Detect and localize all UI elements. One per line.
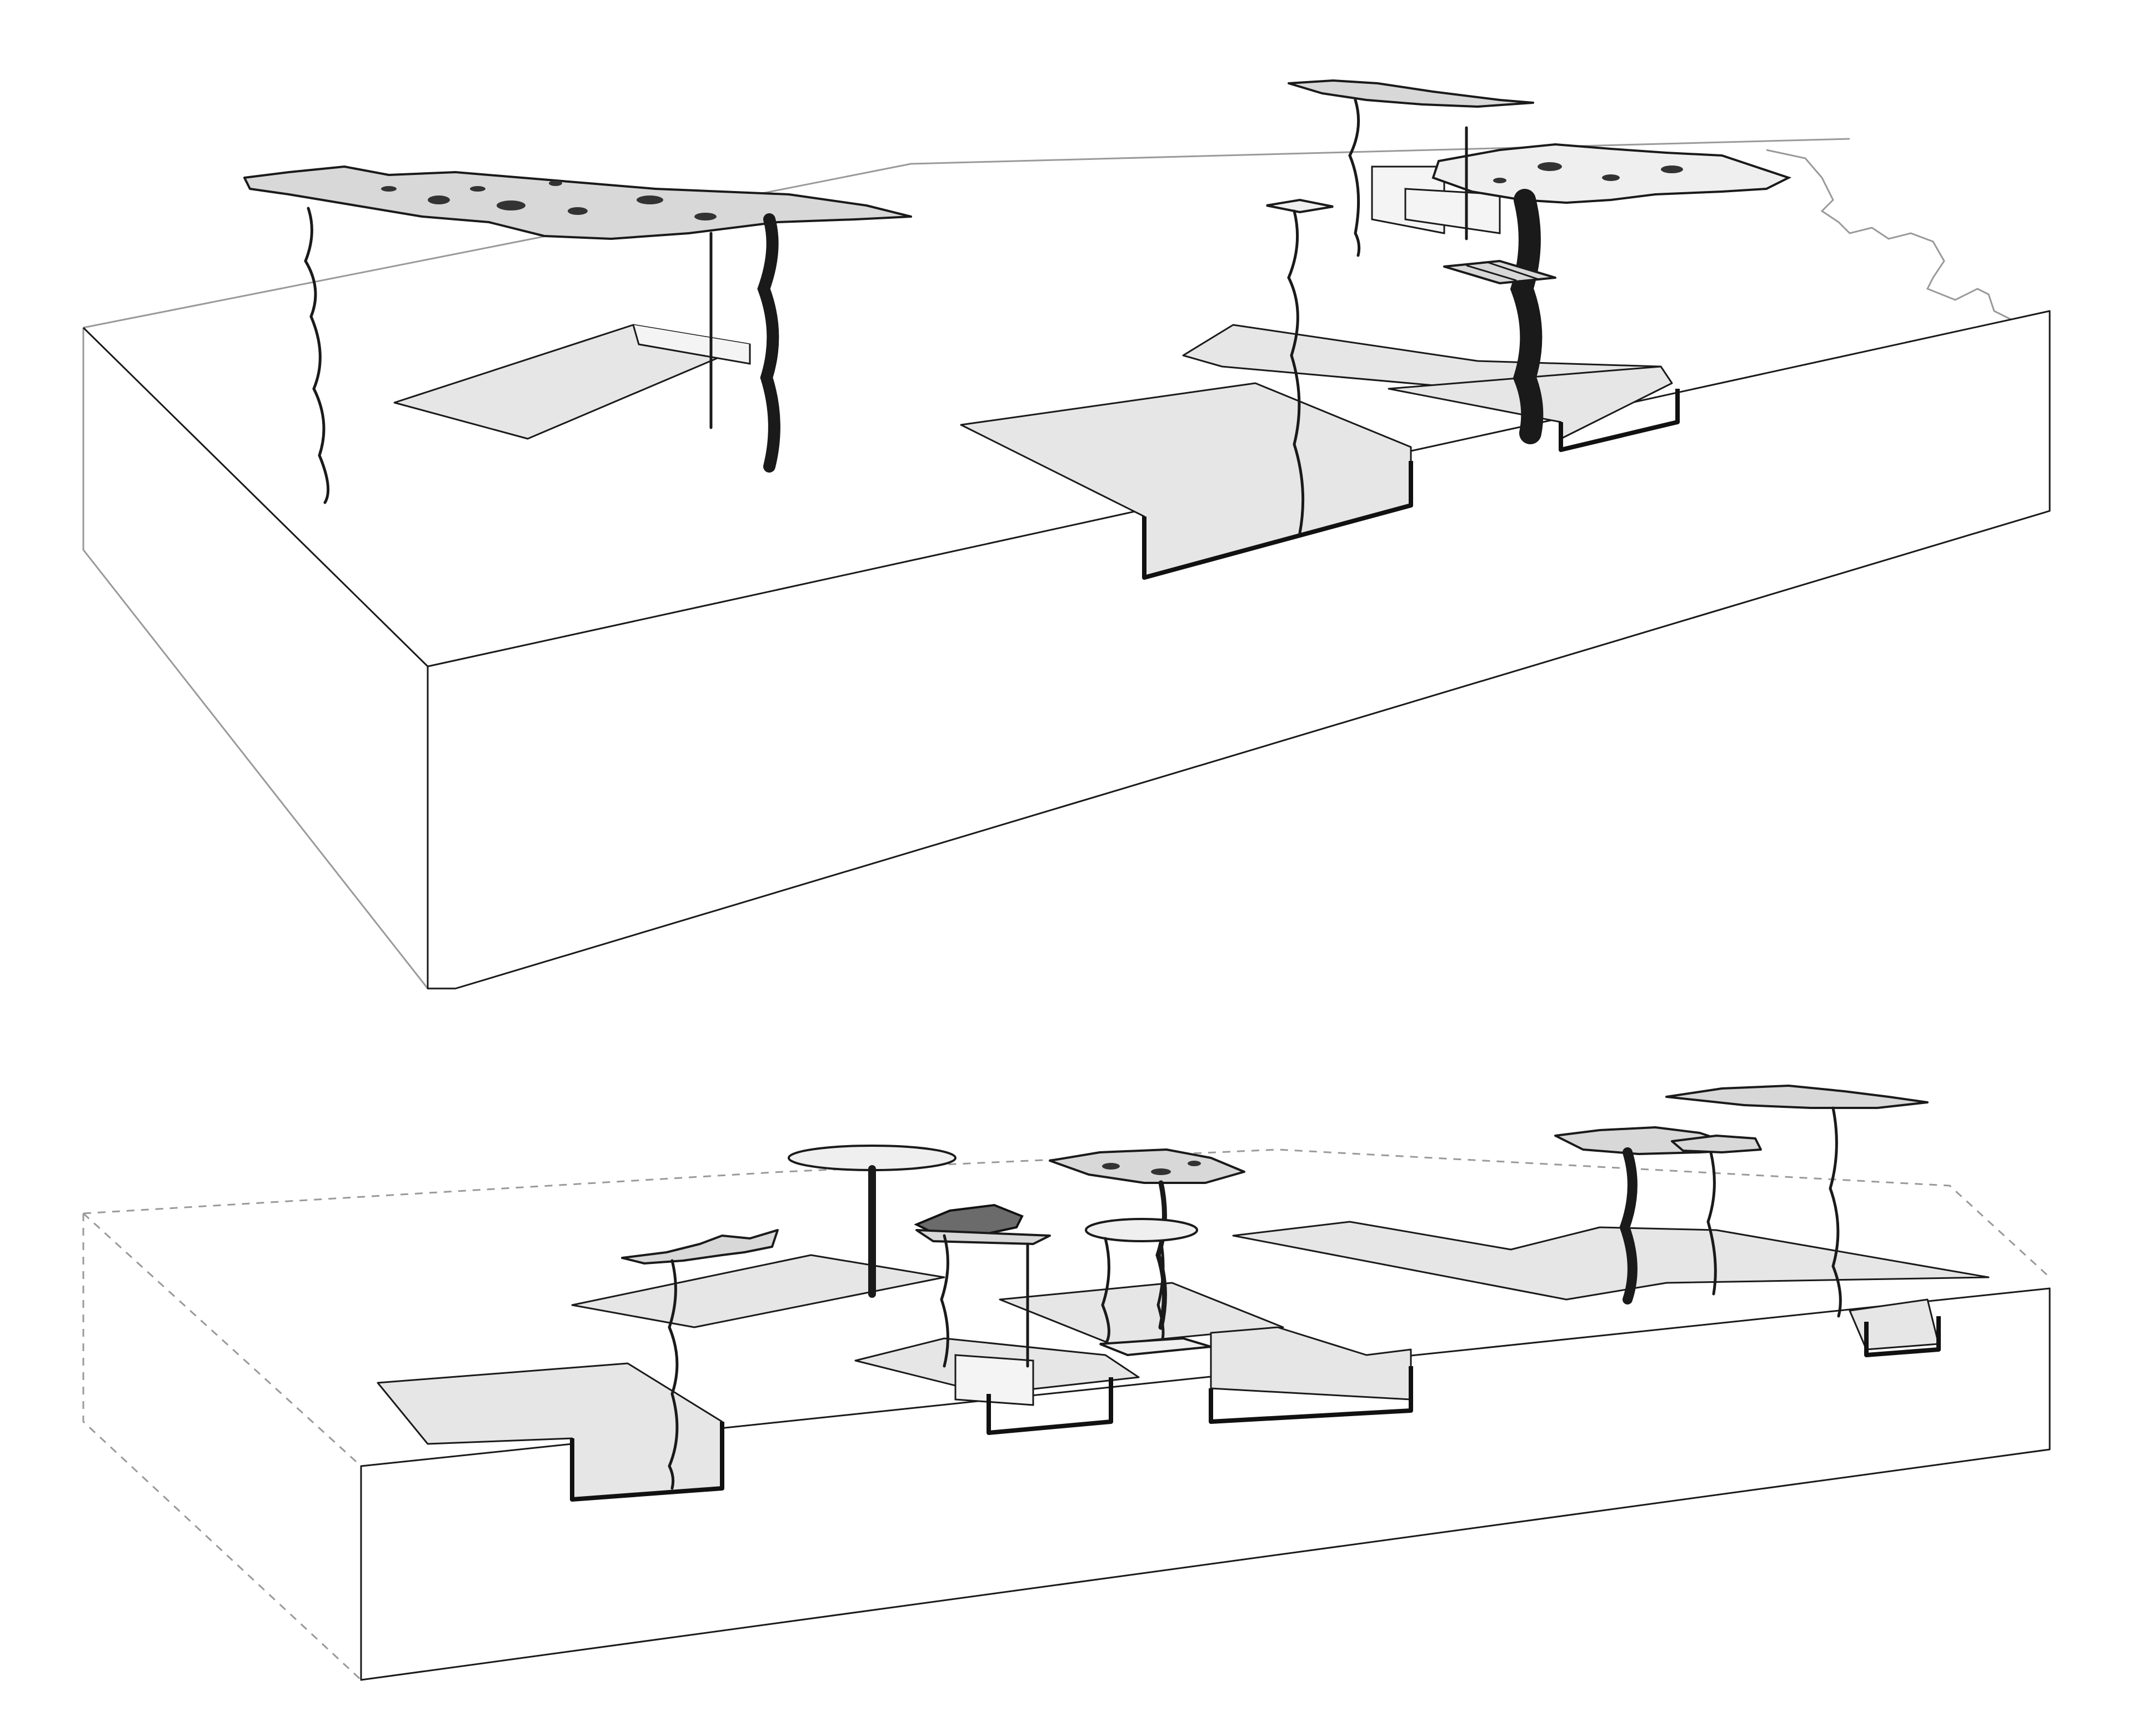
lower-canopy-4	[1049, 1148, 1245, 1330]
lower-block-back-edge	[83, 1148, 2051, 1278]
lower-canopy-7	[1671, 1135, 1762, 1296]
upper-canopy-2	[1266, 198, 1334, 535]
lower-canopy-5	[1085, 1218, 1198, 1346]
upper-site-block	[82, 79, 2051, 990]
upper-canopy-1	[243, 165, 912, 504]
upper-canopy-5	[1443, 260, 1556, 284]
upper-block-left-edge	[82, 328, 429, 989]
lower-canopy-9	[1099, 1337, 1211, 1357]
upper-canopy-3	[1288, 79, 1534, 257]
lower-excavation-2	[571, 1254, 945, 1328]
upper-block-top-front-edge	[82, 327, 429, 668]
lower-block-front-face	[360, 1287, 2051, 1681]
lower-block-left-edge	[82, 1213, 362, 1681]
upper-block-terrain-edge	[1766, 149, 2050, 323]
lower-canopy-3	[914, 1203, 1051, 1368]
lower-block-left-top-edge	[82, 1212, 362, 1467]
lower-excavation-3	[854, 1337, 1140, 1435]
upper-excavation-1	[393, 324, 751, 440]
upper-excavation-2	[960, 382, 1413, 580]
lower-excavation-5	[1209, 1326, 1413, 1424]
lower-excavation-4	[999, 1282, 1284, 1345]
upper-canopy-4	[1431, 126, 1792, 444]
lower-canopy-2	[788, 1145, 957, 1298]
lower-excavation-6	[1232, 1221, 1990, 1357]
lower-site-block	[82, 1085, 2051, 1681]
upper-block-front-face	[427, 310, 2051, 990]
lower-canopy-1	[621, 1229, 779, 1490]
lower-canopy-8	[1665, 1085, 1929, 1318]
lower-excavation-1	[377, 1362, 724, 1502]
